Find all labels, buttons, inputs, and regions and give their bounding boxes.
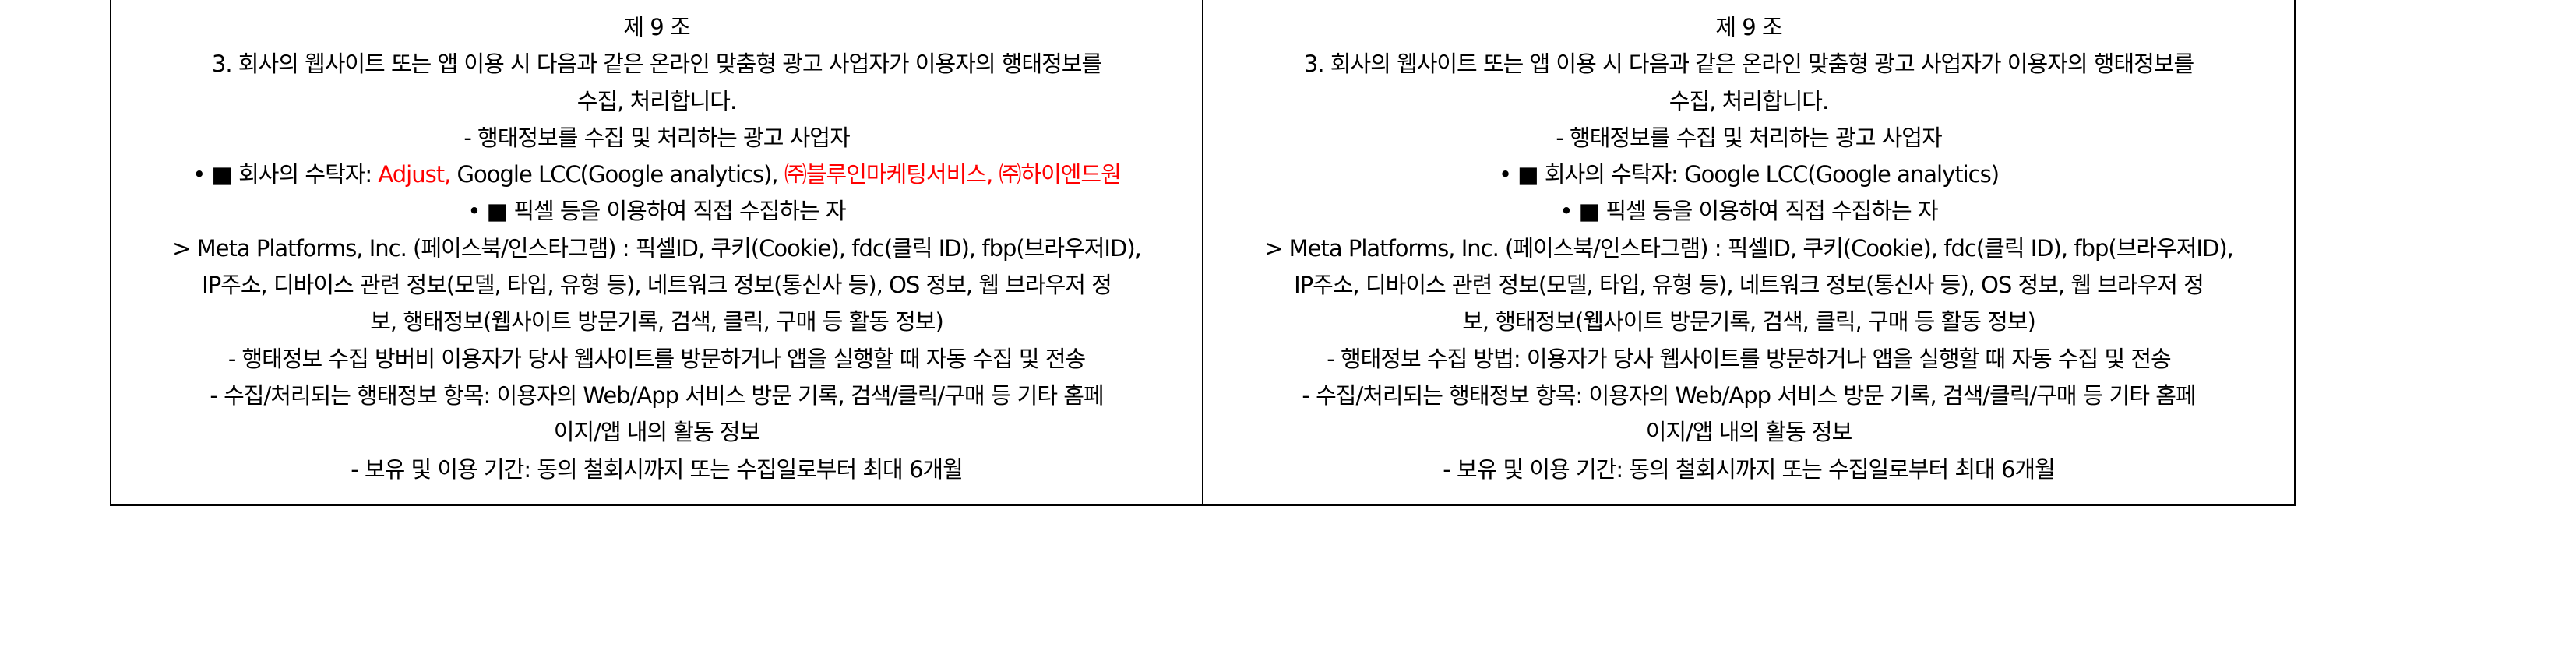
items-line: 이지/앱 내의 활동 정보 xyxy=(553,419,761,446)
pixel-heading: • ■ 픽셀 등을 이용하여 직접 수집하는 자 xyxy=(467,198,846,225)
intro-line: 수집, 처리합니다. xyxy=(576,87,737,114)
meta-line: 보, 행태정보(웹사이트 방문기록, 검색, 클릭, 구매 등 활동 정보) xyxy=(370,308,944,336)
pixel-heading: • ■ 픽셀 등을 이용하여 직접 수집하는 자 xyxy=(1559,198,1938,225)
trustee-highlight: Adjust, xyxy=(378,161,457,188)
article-title: 제 9 조 xyxy=(1715,14,1782,40)
sub-heading: - 행태정보를 수집 및 처리하는 광고 사업자 xyxy=(1556,124,1942,151)
intro-line: 3. 회사의 웹사이트 또는 앱 이용 시 다음과 같은 온라인 맞춤형 광고 … xyxy=(1303,51,2194,78)
meta-line: 보, 행태정보(웹사이트 방문기록, 검색, 클릭, 구매 등 활동 정보) xyxy=(1462,308,2036,336)
intro-line: 3. 회사의 웹사이트 또는 앱 이용 시 다음과 같은 온라인 맞춤형 광고 … xyxy=(211,51,1102,78)
retention-line: - 보유 및 이용 기간: 동의 철회시까지 또는 수집일로부터 최대 6개월 xyxy=(1443,455,2056,483)
items-line: - 수집/처리되는 행태정보 항목: 이용자의 Web/App 서비스 방문 기… xyxy=(1302,381,2196,409)
comparison-table: 제 9 조 3. 회사의 웹사이트 또는 앱 이용 시 다음과 같은 온라인 맞… xyxy=(110,0,2296,506)
meta-line: > Meta Platforms, Inc. (페이스북/인스타그램) : 픽셀… xyxy=(1264,234,2234,262)
retention-line: - 보유 및 이용 기간: 동의 철회시까지 또는 수집일로부터 최대 6개월 xyxy=(351,455,964,483)
items-line: 이지/앱 내의 활동 정보 xyxy=(1645,419,1853,446)
sub-heading: - 행태정보를 수집 및 처리하는 광고 사업자 xyxy=(463,124,850,151)
trustee-line: • ■ 회사의 수탁자: Adjust, Google LCC(Google a… xyxy=(111,156,1202,193)
method-line: - 행태정보 수집 방버비 이용자가 당사 웹사이트를 방문하거나 앱을 실행할… xyxy=(227,345,1086,372)
intro-line: 수집, 처리합니다. xyxy=(1669,87,1829,114)
trustee-google: Google LCC(Google analytics), xyxy=(456,161,784,188)
cell-before: 제 9 조 3. 회사의 웹사이트 또는 앱 이용 시 다음과 같은 온라인 맞… xyxy=(111,0,1202,504)
meta-line: > Meta Platforms, Inc. (페이스북/인스타그램) : 픽셀… xyxy=(172,234,1142,262)
trustee-label: • ■ 회사의 수탁자: xyxy=(192,161,379,188)
article-title: 제 9 조 xyxy=(623,14,690,40)
trustee-highlight: ㈜블루인마케팅서비스, ㈜하이엔드원 xyxy=(784,161,1122,188)
trustee-line: • ■ 회사의 수탁자: Google LCC(Google analytics… xyxy=(1498,161,2000,188)
meta-line: IP주소, 디바이스 관련 정보(모델, 타입, 유형 등), 네트워크 정보(… xyxy=(1294,272,2204,299)
meta-line: IP주소, 디바이스 관련 정보(모델, 타입, 유형 등), 네트워크 정보(… xyxy=(202,272,1112,299)
cell-after: 제 9 조 3. 회사의 웹사이트 또는 앱 이용 시 다음과 같은 온라인 맞… xyxy=(1202,0,2294,504)
items-line: - 수집/처리되는 행태정보 항목: 이용자의 Web/App 서비스 방문 기… xyxy=(210,381,1104,409)
method-line: - 행태정보 수집 방법: 이용자가 당사 웹사이트를 방문하거나 앱을 실행할… xyxy=(1327,345,2171,372)
